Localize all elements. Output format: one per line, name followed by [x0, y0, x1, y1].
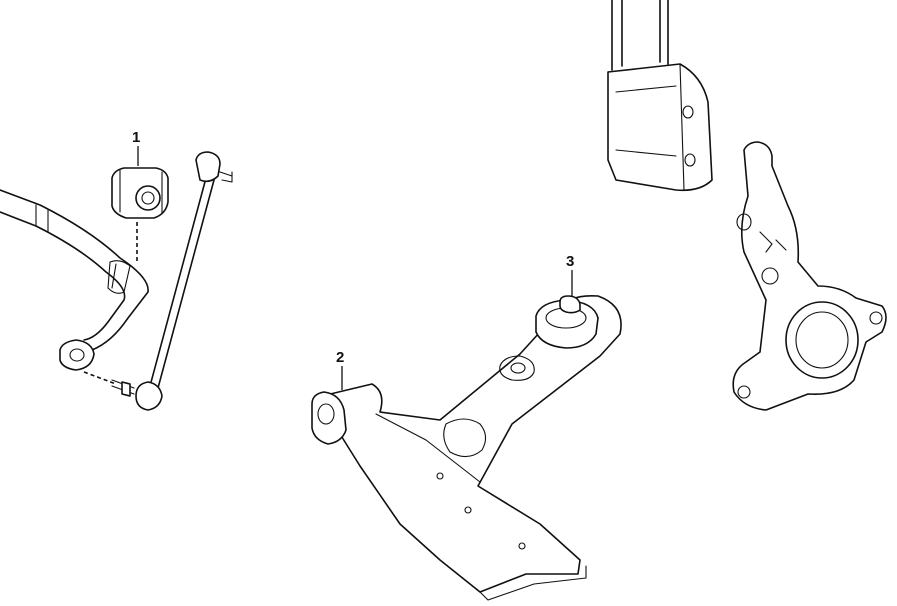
stabilizer-link	[111, 151, 233, 411]
steering-knuckle	[732, 141, 887, 411]
front-bushing	[311, 391, 347, 445]
callout-2: 2	[336, 349, 344, 390]
callout-label: 3	[566, 253, 574, 270]
stabilizer-bar	[0, 189, 149, 371]
callout-3: 3	[566, 253, 574, 296]
rear-bushing	[535, 295, 599, 349]
stabilizer-bushing	[83, 167, 169, 385]
callout-label: 2	[336, 349, 344, 366]
callout-label: 1	[132, 129, 140, 146]
lower-control-arm	[321, 294, 622, 601]
strut-assembly	[607, 0, 713, 192]
callout-1: 1	[132, 129, 140, 166]
